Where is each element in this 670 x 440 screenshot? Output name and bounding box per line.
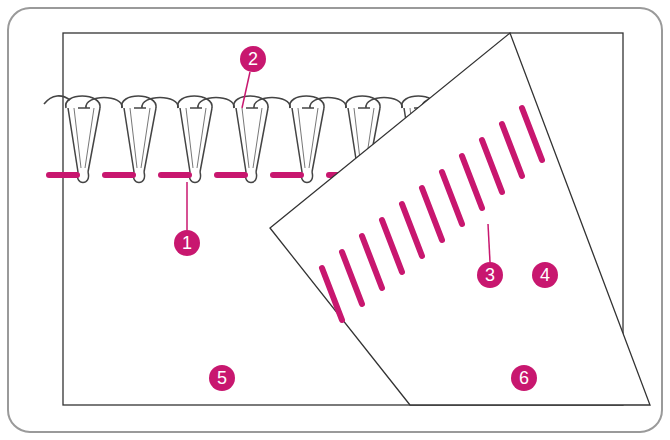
leader-line (242, 72, 250, 108)
thread-leg (74, 108, 94, 168)
thread-loop (310, 98, 346, 109)
cover-bar (502, 124, 522, 176)
cover-bar (402, 204, 422, 256)
coverstitch-bars (322, 108, 542, 320)
cover-bar (442, 172, 462, 224)
thread-loop (366, 98, 402, 109)
thread-loop (142, 98, 178, 109)
folded-fabric (270, 33, 650, 405)
callout-number: 1 (174, 230, 200, 256)
needle-thread (158, 172, 192, 178)
needle-thread (214, 172, 248, 178)
thread-leg (236, 108, 268, 172)
cover-bar (422, 188, 442, 240)
needle-thread (270, 172, 304, 178)
thread-leg (180, 108, 212, 172)
needle-thread (46, 172, 80, 178)
thread-leg (292, 108, 324, 172)
thread-leg (186, 108, 206, 168)
cover-bar (522, 108, 542, 160)
frame (8, 8, 662, 432)
leader-line (488, 224, 490, 262)
thread-cross (190, 107, 202, 109)
thread-leg (242, 108, 262, 168)
callout-number: 6 (511, 365, 537, 391)
thread-cross (78, 107, 90, 109)
thread-cross (246, 107, 258, 109)
thread-loop (198, 98, 234, 109)
needle-thread (102, 172, 136, 178)
thread-loop (254, 98, 290, 109)
callout-number: 2 (240, 46, 266, 72)
callout-number: 5 (209, 365, 235, 391)
cover-bar (482, 140, 502, 192)
thread-cross (358, 107, 370, 109)
cover-bar (342, 252, 362, 304)
cover-bar (462, 156, 482, 208)
thread-leg (68, 108, 100, 172)
thread-leg (130, 108, 150, 168)
cover-bar (362, 236, 382, 288)
thread-leg (298, 108, 318, 168)
callout-number: 4 (532, 262, 558, 288)
leader-line (186, 182, 188, 230)
thread-loop (86, 98, 122, 109)
cover-bar (322, 268, 342, 320)
callout-number: 3 (477, 262, 503, 288)
cover-bar (382, 220, 402, 272)
thread-cross (302, 107, 314, 109)
thread-cross (134, 107, 146, 109)
thread-leg (124, 108, 156, 172)
